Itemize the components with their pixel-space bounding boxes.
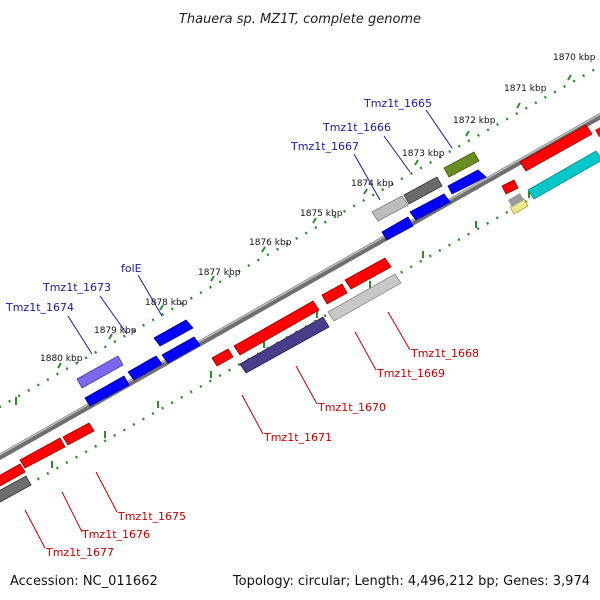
gene-arrow[interactable]: [153, 319, 194, 347]
gene-arrow[interactable]: [62, 422, 95, 446]
gene-label[interactable]: Tmz1t_1676: [81, 528, 150, 541]
gene-arrow[interactable]: [381, 216, 414, 241]
tick-label: 1870 kbp: [553, 53, 596, 63]
minus-strand-genes: [0, 257, 402, 503]
genome-backbone: [0, 112, 600, 461]
gene-arrow[interactable]: [321, 283, 348, 305]
tick-label: 1879 kbp: [94, 326, 137, 336]
tick-label: 1872 kbp: [453, 116, 496, 126]
leader-lines-plus: [67, 109, 453, 355]
gene-arrow[interactable]: [527, 150, 600, 200]
gene-label[interactable]: Tmz1t_1675: [117, 510, 186, 523]
genome-summary-text: Topology: circular; Length: 4,496,212 bp…: [232, 574, 590, 589]
gene-arrow[interactable]: [371, 195, 409, 222]
gene-label[interactable]: Tmz1t_1665: [363, 97, 432, 110]
gene-label[interactable]: Tmz1t_1666: [322, 121, 391, 134]
gene-arrow[interactable]: [0, 463, 26, 487]
tick-label: 1880 kbp: [40, 354, 83, 364]
tick-label: 1875 kbp: [300, 209, 343, 219]
gene-arrow[interactable]: [508, 193, 524, 207]
gene-label[interactable]: folE: [121, 262, 142, 275]
gene-label[interactable]: Tmz1t_1670: [317, 401, 386, 414]
tick-label: 1876 kbp: [249, 238, 292, 248]
gene-arrow[interactable]: [0, 475, 32, 503]
map-title: Thauera sp. MZ1T, complete genome: [179, 12, 421, 27]
tick-marks-lower: [51, 161, 583, 468]
gene-label[interactable]: Tmz1t_1667: [290, 140, 359, 153]
leader-lines-minus: [24, 311, 411, 549]
gene-arrow[interactable]: [127, 355, 163, 381]
gene-arrow[interactable]: [233, 300, 320, 356]
gene-arrow[interactable]: [409, 193, 451, 221]
gene-arrow[interactable]: [447, 169, 487, 195]
gene-label[interactable]: Tmz1t_1671: [263, 431, 332, 444]
accession-text: Accession: NC_011662: [10, 574, 158, 589]
gene-label[interactable]: Tmz1t_1677: [45, 546, 114, 559]
upper-tick-track: [0, 64, 600, 409]
gene-label[interactable]: Tmz1t_1669: [376, 367, 445, 380]
tick-label: 1871 kbp: [504, 84, 547, 94]
tick-marks: [15, 74, 572, 405]
gene-arrow[interactable]: [501, 179, 519, 195]
gene-arrow[interactable]: [239, 316, 330, 374]
gene-arrow[interactable]: [84, 375, 130, 407]
tick-label: 1873 kbp: [402, 149, 445, 159]
tick-label: 1878 kbp: [145, 298, 188, 308]
gene-arrow[interactable]: [443, 151, 480, 178]
gene-arrow[interactable]: [19, 437, 66, 469]
gene-label[interactable]: Tmz1t_1673: [42, 281, 111, 294]
genome-backbone-highlight: [0, 113, 600, 456]
gene-arrow[interactable]: [211, 348, 234, 367]
gene-arrow[interactable]: [161, 336, 201, 364]
tick-label: 1877 kbp: [198, 268, 241, 278]
lower-tick-track: [0, 157, 600, 503]
gene-arrow[interactable]: [403, 176, 443, 205]
gene-arrow[interactable]: [595, 124, 600, 137]
gene-arrow[interactable]: [327, 273, 402, 322]
gene-arrow[interactable]: [519, 124, 593, 172]
gene-arrow[interactable]: [76, 355, 124, 389]
tick-label: 1874 kbp: [351, 179, 394, 189]
plus-strand-genes: [76, 124, 600, 407]
gene-arrow[interactable]: [344, 257, 392, 290]
gene-label[interactable]: Tmz1t_1674: [5, 301, 74, 314]
gene-label[interactable]: Tmz1t_1668: [410, 347, 479, 360]
